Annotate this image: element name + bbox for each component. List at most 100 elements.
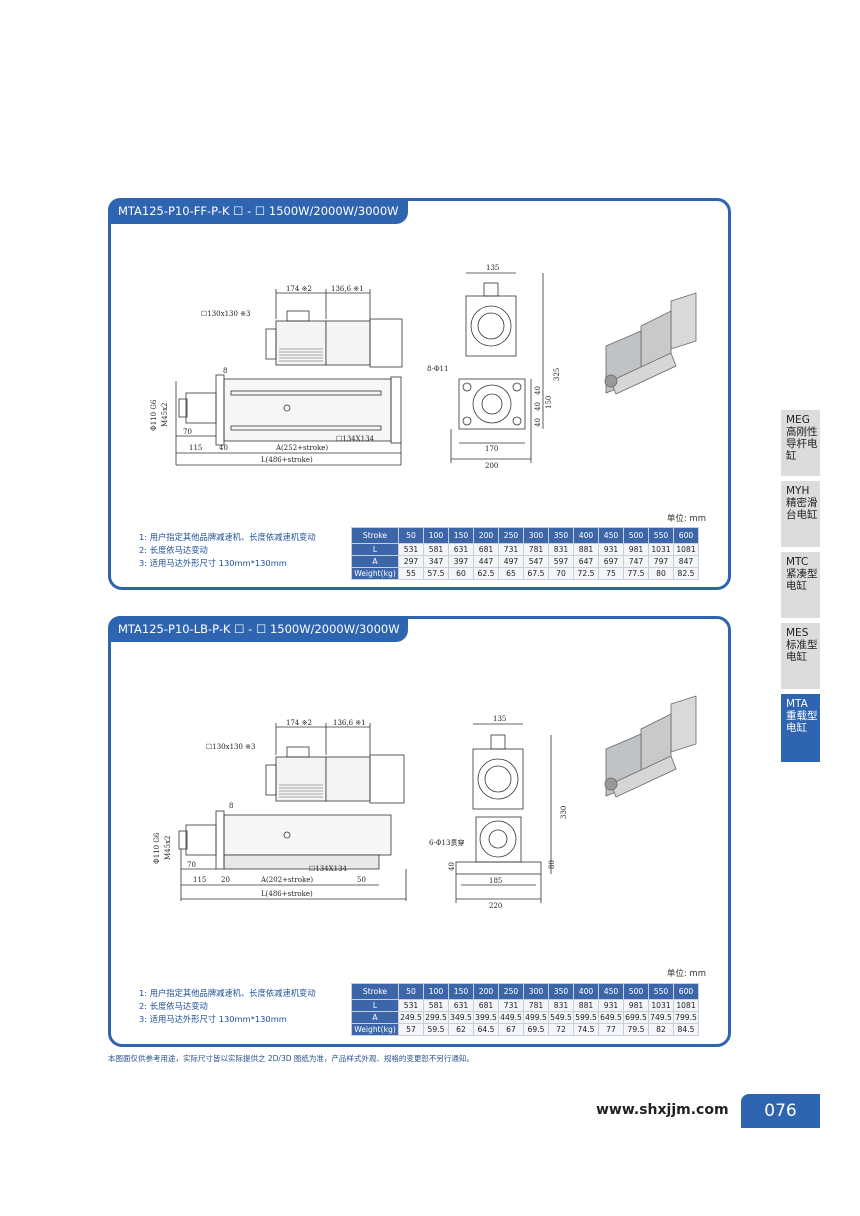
dim-8: 8 — [223, 367, 227, 375]
dim-174: 174 ※2 — [286, 719, 312, 727]
table-cell: 299.5 — [423, 1011, 449, 1024]
header-cell: 200 — [473, 527, 499, 544]
table-cell: 549.5 — [548, 1011, 574, 1024]
table-cell: 82 — [648, 1023, 674, 1036]
dim-200: 200 — [485, 462, 498, 470]
dim-a: A(252+stroke) — [275, 444, 328, 452]
table-header-row: Stroke 50 100 150 200 250 300 350 400 45… — [351, 527, 699, 544]
dim-70: 70 — [187, 861, 196, 869]
dim-174: 174 ※2 — [286, 285, 312, 293]
technical-drawing-lb: 174 ※2 136,6 ※1 ☐130x130 ※3 8 Φ110 G6 M4… — [153, 695, 697, 910]
header-cell: 450 — [598, 983, 624, 1000]
table-cell: 931 — [598, 999, 624, 1012]
tab-name: 导杆电 — [786, 438, 818, 450]
dim-phi110: Φ110 G6 — [150, 399, 158, 431]
panel-title: MTA125-P10-FF-P-K ☐ - ☐ 1500W/2000W/3000… — [108, 198, 408, 224]
header-cell: Stroke — [351, 527, 399, 544]
tab-mtc[interactable]: MTC 紧凑型 电缸 — [781, 552, 820, 618]
table-cell: 75 — [598, 567, 624, 580]
table-cell: 699.5 — [623, 1011, 649, 1024]
table-cell: 749.5 — [648, 1011, 674, 1024]
disclaimer: 本图面仅供参考用途，实际尺寸皆以实际提供之 2D/3D 图纸为准，产品样式外观、… — [108, 1054, 474, 1063]
dim-l: L(486+stroke) — [261, 890, 313, 898]
dim-135: 135 — [493, 715, 506, 723]
table-cell: 84.5 — [673, 1023, 699, 1036]
spec-panel-lb: MTA125-P10-LB-P-K ☐ - ☐ 1500W/2000W/3000… — [108, 616, 731, 1047]
dim-flange: ☐134X134 — [336, 435, 375, 443]
table-cell: 547 — [523, 555, 549, 568]
table-cell: 1031 — [648, 999, 674, 1012]
table-cell: 581 — [423, 543, 449, 556]
dim-115: 115 — [193, 876, 206, 884]
note-3: 3: 适用马达外形尺寸 130mm*130mm — [139, 1014, 287, 1024]
note-1: 1: 用户指定其他品牌减速机、长度依减速机变动 — [139, 988, 316, 998]
header-cell: 550 — [648, 527, 674, 544]
table-cell: 531 — [398, 999, 424, 1012]
row-label: Weight(kg) — [351, 567, 399, 580]
unit-label: 单位: mm — [666, 969, 706, 979]
header-cell: 150 — [448, 983, 474, 1000]
dim-motor: ☐130x130 ※3 — [201, 310, 251, 318]
unit-label: 单位: mm — [666, 514, 706, 524]
table-row: Weight(kg) 55 57.5 60 62.5 65 67.5 70 72… — [351, 567, 699, 580]
header-cell: 450 — [598, 527, 624, 544]
header-cell: 400 — [573, 527, 599, 544]
header-cell: 100 — [423, 983, 449, 1000]
dim-220: 220 — [489, 902, 502, 910]
table-cell: 62 — [448, 1023, 474, 1036]
note-2: 2: 长度依马达变动 — [139, 1001, 208, 1011]
table-cell: 69.5 — [523, 1023, 549, 1036]
dim-136: 136,6 ※1 — [331, 285, 364, 293]
header-cell: 250 — [498, 983, 524, 1000]
tab-name: 电缸 — [786, 722, 807, 734]
header-cell: 600 — [673, 983, 699, 1000]
tab-meg[interactable]: MEG 高刚性 导杆电 缸 — [781, 410, 820, 476]
table-cell: 1031 — [648, 543, 674, 556]
tab-code: MTA — [786, 698, 808, 710]
table-cell: 62.5 — [473, 567, 499, 580]
table-cell: 64.5 — [473, 1023, 499, 1036]
table-row: A 249.5 299.5 349.5 399.5 449.5 499.5 54… — [351, 1011, 699, 1024]
table-cell: 731 — [498, 543, 524, 556]
table-cell: 831 — [548, 999, 574, 1012]
dim-20: 20 — [221, 876, 230, 884]
panel-title: MTA125-P10-LB-P-K ☐ - ☐ 1500W/2000W/3000… — [108, 616, 408, 642]
technical-drawing-ff: 174 ※2 136,6 ※1 ☐130x130 ※3 8 Φ110 G6 M4… — [150, 264, 697, 470]
table-cell: 249.5 — [398, 1011, 424, 1024]
table-row: A 297 347 397 447 497 547 597 647 697 74… — [351, 555, 699, 568]
table-cell: 397 — [448, 555, 474, 568]
tab-name: 电缸 — [786, 651, 807, 663]
note-3: 3: 适用马达外形尺寸 130mm*130mm — [139, 558, 287, 568]
tab-myh[interactable]: MYH 精密滑 台电缸 — [781, 481, 820, 547]
table-cell: 74.5 — [573, 1023, 599, 1036]
row-label: Weight(kg) — [351, 1023, 399, 1036]
table-cell: 349.5 — [448, 1011, 474, 1024]
table-cell: 597 — [548, 555, 574, 568]
dim-hole: 8-Φ11 — [427, 365, 448, 373]
table-cell: 599.5 — [573, 1011, 599, 1024]
header-cell: 200 — [473, 983, 499, 1000]
table-cell: 881 — [573, 999, 599, 1012]
table-cell: 647 — [573, 555, 599, 568]
note-2: 2: 长度依马达变动 — [139, 545, 208, 555]
dim-325: 325 — [553, 368, 561, 381]
table-row: Weight(kg) 57 59.5 62 64.5 67 69.5 72 74… — [351, 1023, 699, 1036]
website-url[interactable]: www.shxjjm.com — [596, 1102, 729, 1118]
dim-m45: M45x2 — [164, 836, 172, 860]
table-cell: 799.5 — [673, 1011, 699, 1024]
header-cell: 600 — [673, 527, 699, 544]
table-header-row: Stroke 50 100 150 200 250 300 350 400 45… — [351, 983, 699, 1000]
table-cell: 631 — [448, 999, 474, 1012]
header-cell: 300 — [523, 983, 549, 1000]
dim-l: L(486+stroke) — [261, 456, 313, 464]
tab-mes[interactable]: MES 标准型 电缸 — [781, 623, 820, 689]
tab-mta[interactable]: MTA 重载型 电缸 — [781, 694, 820, 762]
dim-flange: ☐134X134 — [309, 865, 348, 873]
dim-330: 330 — [560, 806, 568, 819]
table-cell: 531 — [398, 543, 424, 556]
notes: 1: 用户指定其他品牌减速机、长度依减速机变动 2: 长度依马达变动 3: 适用… — [139, 531, 316, 570]
tab-name: 台电缸 — [786, 509, 818, 521]
tab-name: 精密滑 — [786, 497, 818, 509]
table-cell: 347 — [423, 555, 449, 568]
table-cell: 57.5 — [423, 567, 449, 580]
